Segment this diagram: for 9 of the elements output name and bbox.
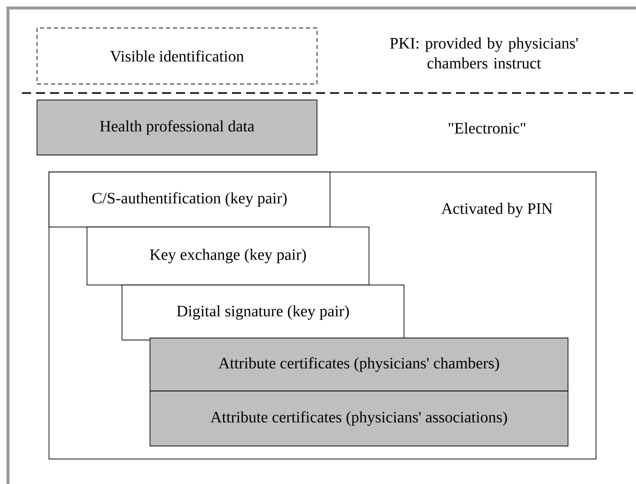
text-box: Digital signature (key pair) <box>122 284 404 340</box>
note-text: "Electronic" <box>448 122 526 134</box>
text-box: C/S-authentification (key pair) <box>48 172 330 228</box>
text-box: Key exchange (key pair) <box>86 226 370 286</box>
shaded-box: Health professional data <box>36 100 318 156</box>
note-text: PKI: provided by physicians' chambers instruct <box>390 37 578 69</box>
shaded-box: Attribute certificates (physicians' associations) <box>150 390 568 446</box>
dashed-box: Visible identification <box>36 28 318 84</box>
shaded-box: Attribute certificates (physicians' chambers) <box>150 338 568 392</box>
